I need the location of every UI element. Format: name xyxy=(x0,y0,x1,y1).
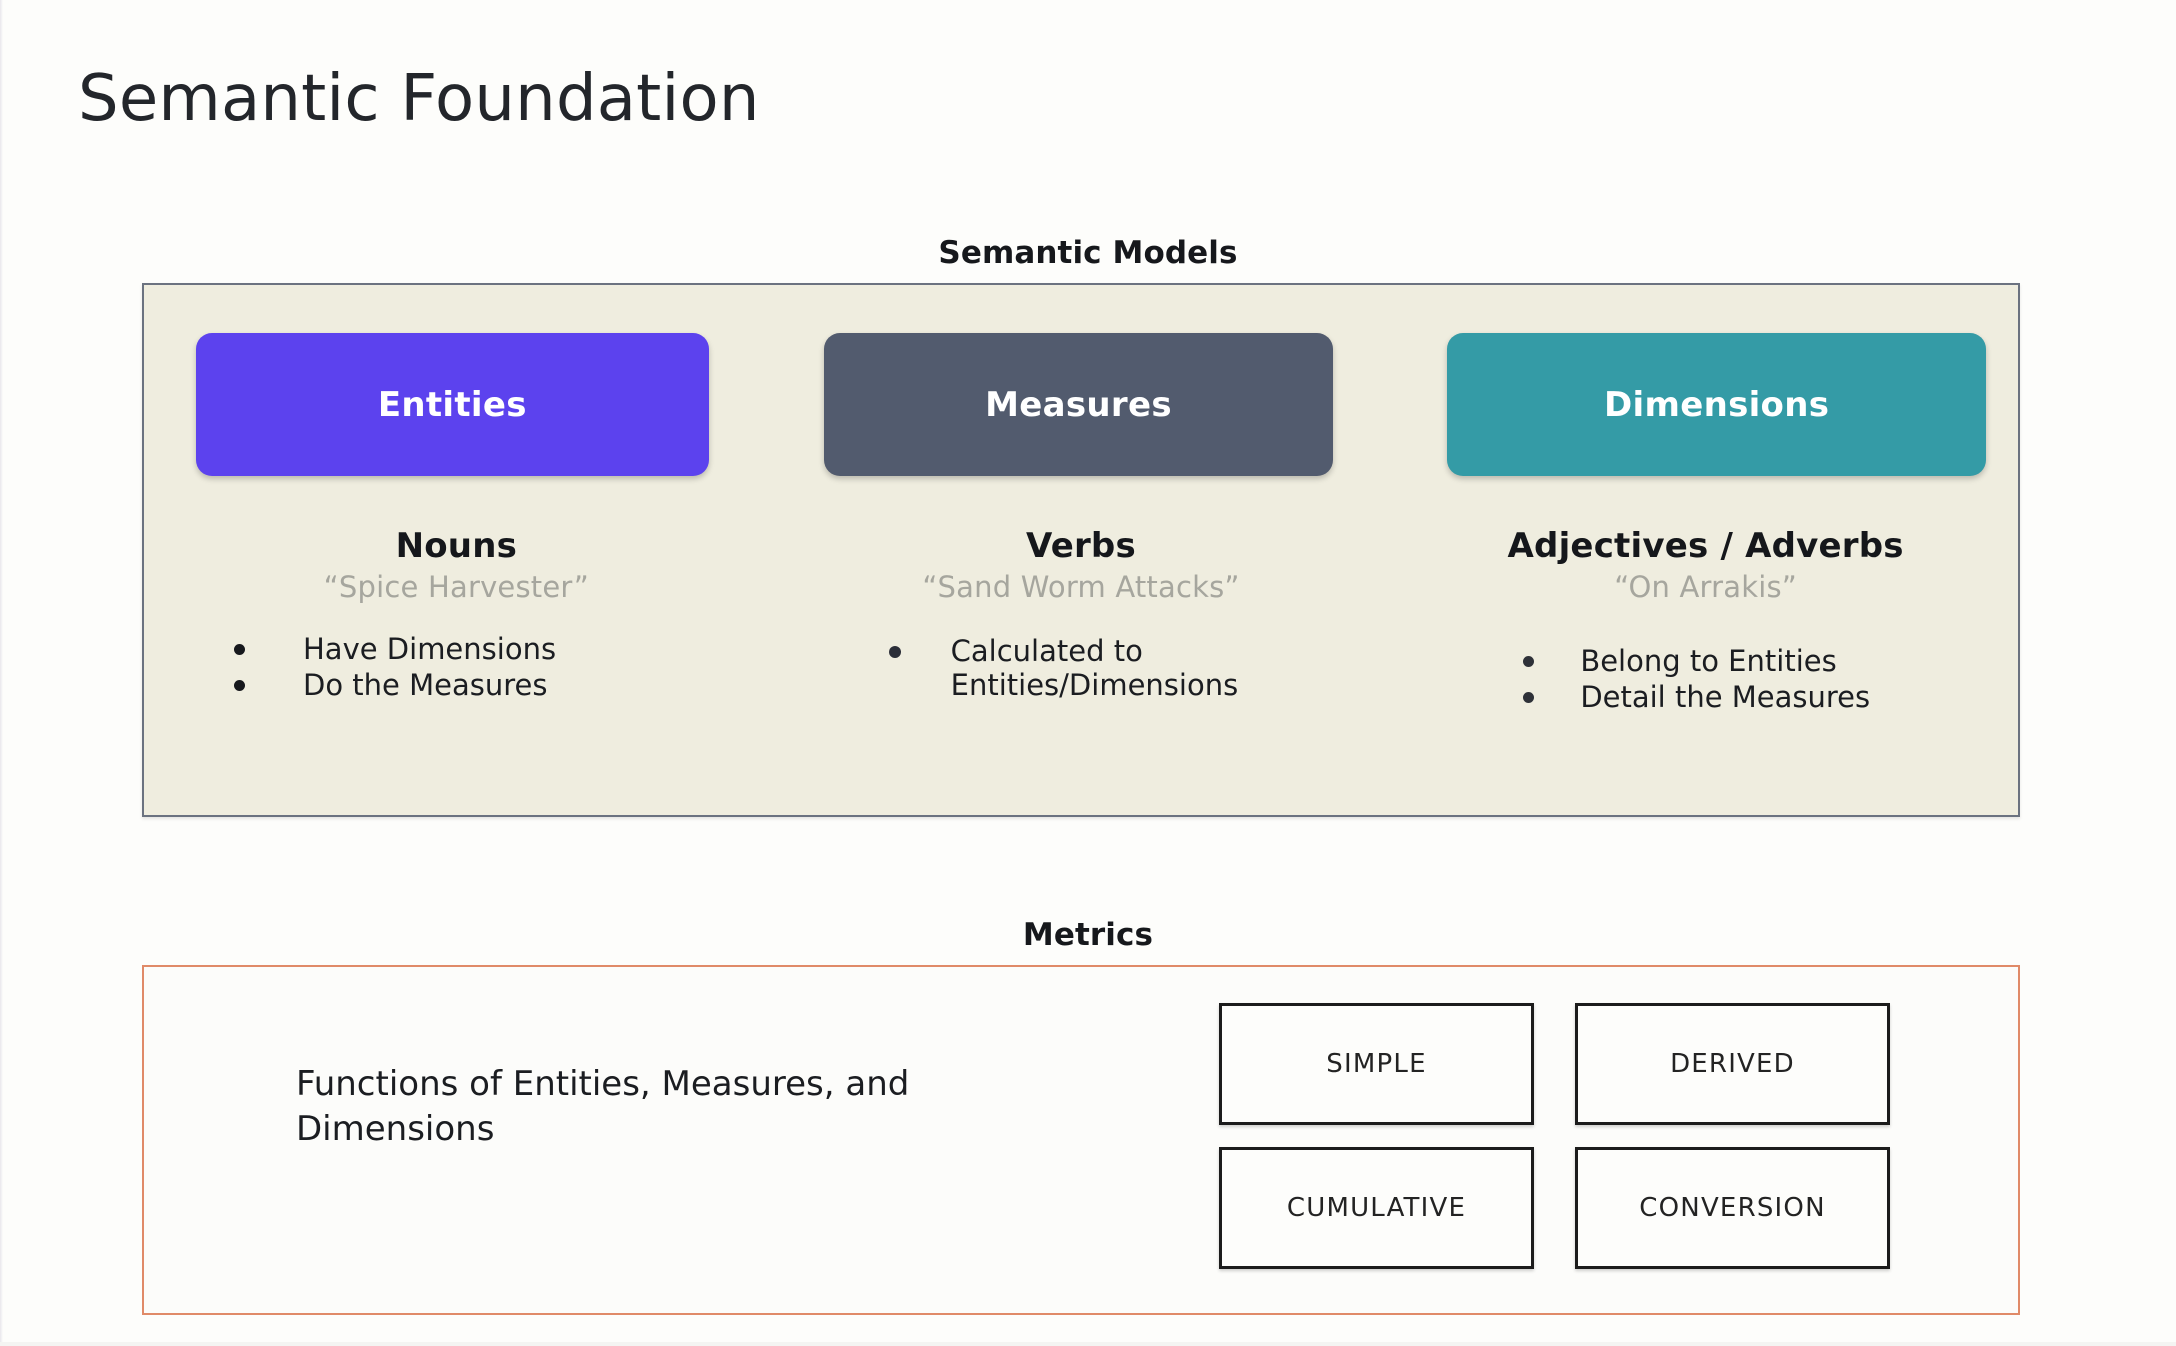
model-column-measures: Measures Verbs “Sand Worm Attacks” Calcu… xyxy=(769,285,1394,815)
entities-bullet-list: Have Dimensions Do the Measures xyxy=(234,632,769,702)
dimensions-part-of-speech: Adjectives / Adverbs xyxy=(1507,526,1904,566)
entities-bullet-2: Do the Measures xyxy=(303,668,548,703)
bullet-dot-icon xyxy=(1523,656,1535,667)
page-left-edge xyxy=(0,0,3,1346)
dimensions-bullet-list: Belong to Entities Detail the Measures xyxy=(1523,644,2018,714)
list-item: Calculated to Entities/Dimensions xyxy=(888,634,1394,703)
metric-type-grid: SIMPLE DERIVED CUMULATIVE CONVERSION xyxy=(1219,1003,1919,1269)
metric-type-cumulative[interactable]: CUMULATIVE xyxy=(1219,1147,1534,1269)
entities-bullet-1: Have Dimensions xyxy=(303,632,557,666)
list-item: Belong to Entities xyxy=(1523,644,2018,678)
list-item: Do the Measures xyxy=(234,668,769,702)
bullet-dot-icon xyxy=(888,646,901,658)
bullet-dot-icon xyxy=(234,680,245,692)
dimensions-bullet-2: Detail the Measures xyxy=(1580,680,1871,715)
entities-part-of-speech: Nouns xyxy=(395,526,518,566)
semantic-models-grid: Entities Nouns “Spice Harvester” Have Di… xyxy=(144,285,2018,815)
metrics-panel: Functions of Entities, Measures, and Dim… xyxy=(142,965,2020,1315)
dimensions-bullet-1: Belong to Entities xyxy=(1580,644,1837,678)
model-column-entities: Entities Nouns “Spice Harvester” Have Di… xyxy=(144,285,769,815)
metric-type-derived[interactable]: DERIVED xyxy=(1575,1003,1890,1125)
measures-example: “Sand Worm Attacks” xyxy=(922,570,1240,604)
semantic-models-caption: Semantic Models xyxy=(938,235,1238,271)
measures-bullet-1: Calculated to Entities/Dimensions xyxy=(950,634,1239,703)
bullet-dot-icon xyxy=(1523,692,1535,704)
semantic-models-panel: Entities Nouns “Spice Harvester” Have Di… xyxy=(142,283,2020,817)
measures-part-of-speech: Verbs xyxy=(1026,526,1136,566)
metrics-description: Functions of Entities, Measures, and Dim… xyxy=(296,1064,910,1149)
page-title: Semantic Foundation xyxy=(78,62,760,136)
metric-type-simple[interactable]: SIMPLE xyxy=(1219,1003,1534,1125)
model-column-dimensions: Dimensions Adjectives / Adverbs “On Arra… xyxy=(1393,285,2018,815)
dimensions-example: “On Arrakis” xyxy=(1614,570,1798,604)
measures-chip[interactable]: Measures xyxy=(823,333,1334,476)
list-item: Have Dimensions xyxy=(234,632,769,666)
page-bottom-edge xyxy=(0,1342,2176,1346)
bullet-dot-icon xyxy=(234,644,245,655)
measures-bullet-list: Calculated to Entities/Dimensions xyxy=(888,634,1394,703)
entities-chip[interactable]: Entities xyxy=(196,333,709,476)
entities-example: “Spice Harvester” xyxy=(323,570,589,604)
dimensions-chip[interactable]: Dimensions xyxy=(1447,333,1986,476)
metric-type-conversion[interactable]: CONVERSION xyxy=(1575,1147,1890,1269)
list-item: Detail the Measures xyxy=(1523,680,2018,714)
metrics-caption: Metrics xyxy=(1022,917,1154,953)
